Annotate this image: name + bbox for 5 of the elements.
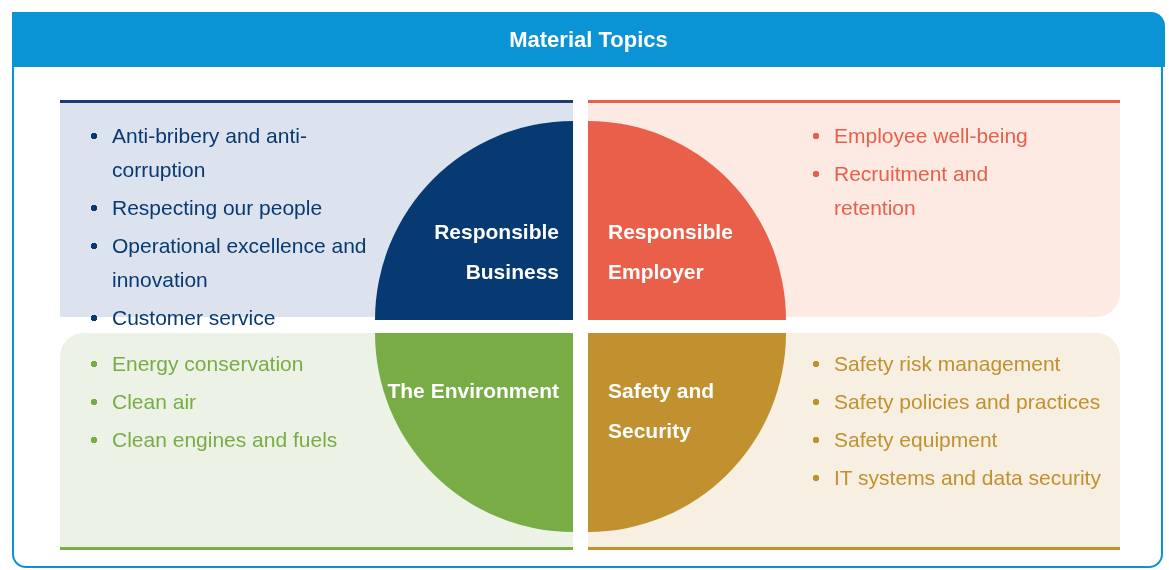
- topic-panel: [588, 333, 1120, 550]
- title-bar: Material Topics: [12, 12, 1165, 67]
- quarter-circle: Responsible Business: [375, 121, 573, 320]
- topic-panel: [60, 333, 573, 550]
- topic-panel: [588, 100, 1120, 317]
